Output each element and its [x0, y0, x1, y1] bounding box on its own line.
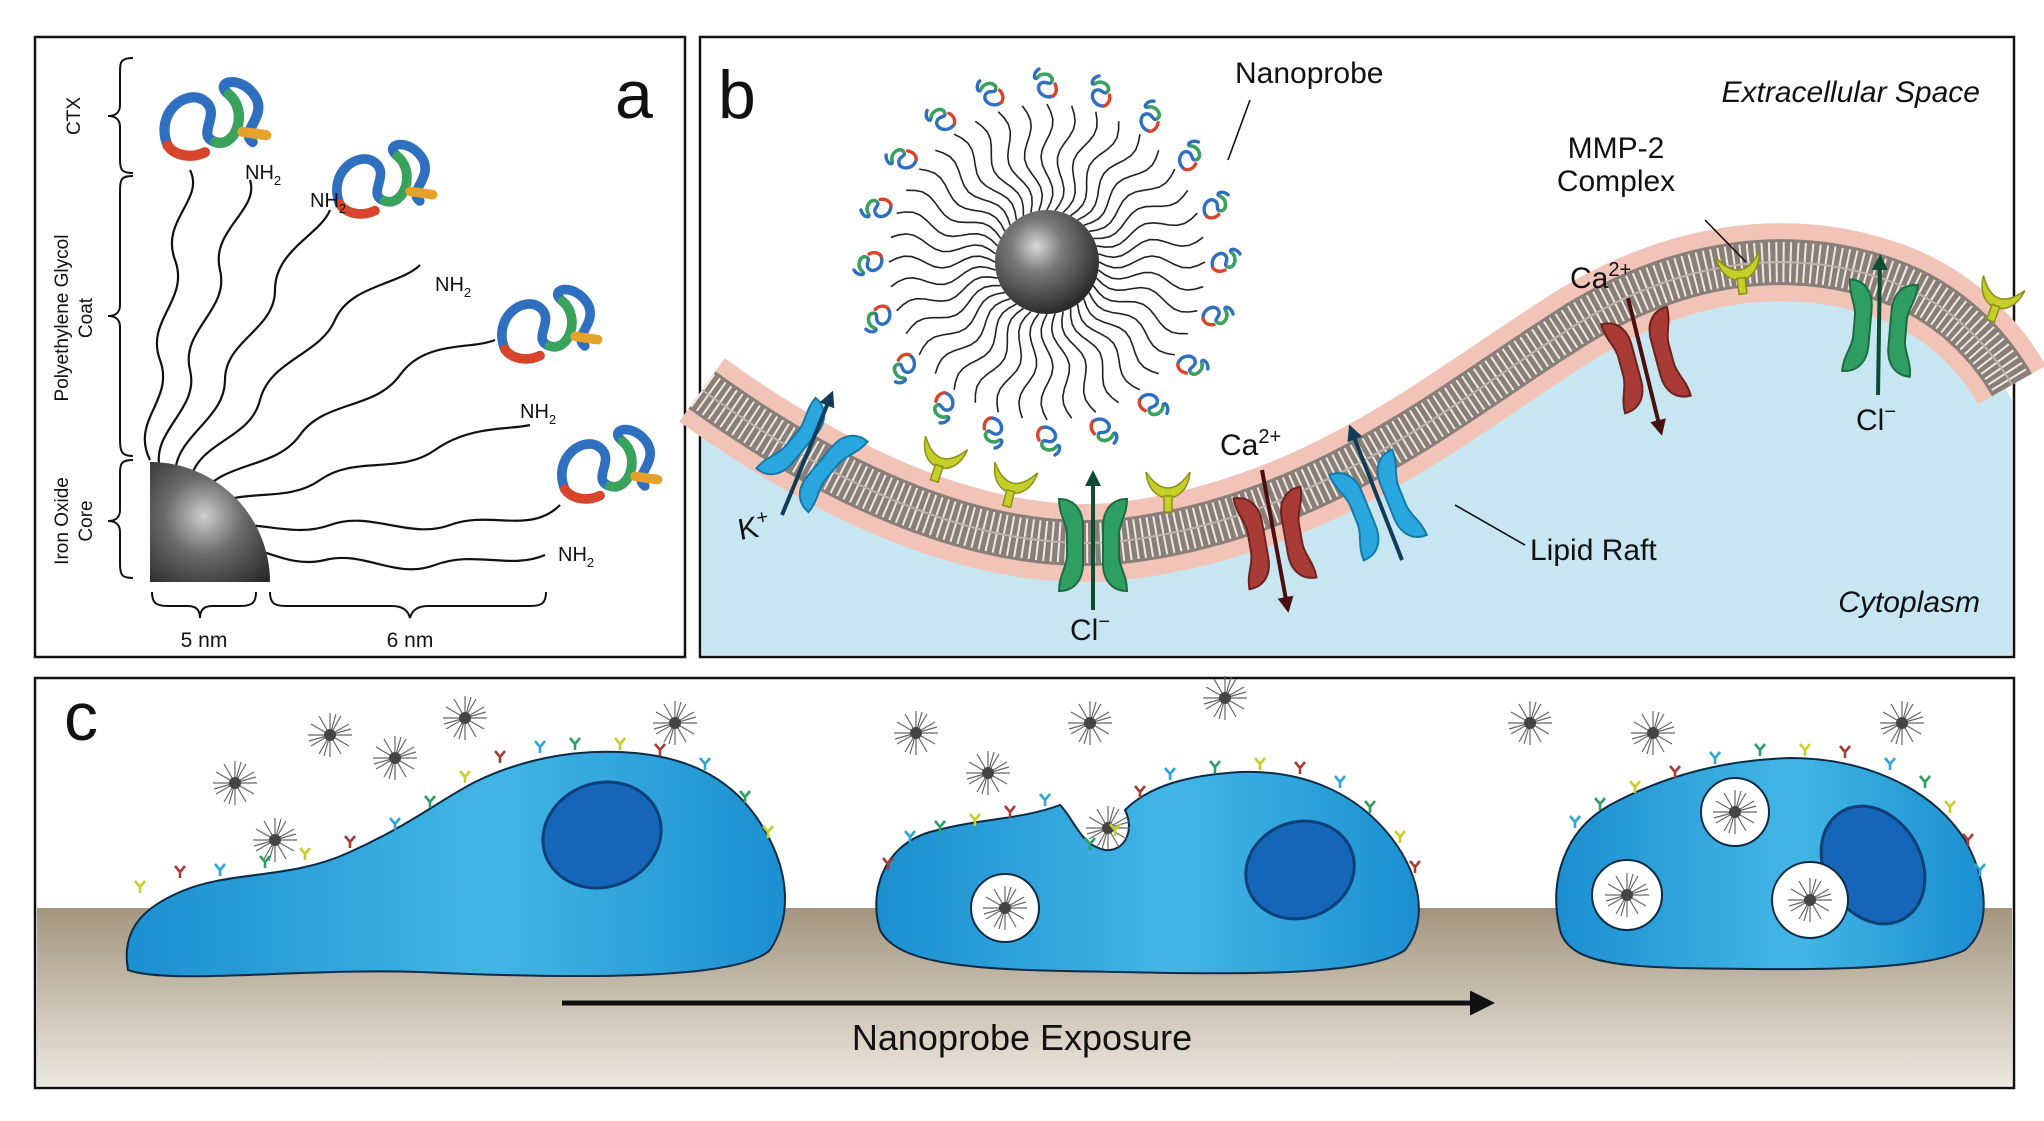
extracellular-label: Extracellular Space: [1722, 76, 1980, 109]
ion-label-ca: Ca2+: [1220, 426, 1281, 462]
peg-chain: [1054, 105, 1076, 212]
nanoprobe-leader: [1227, 99, 1251, 161]
panel-a-frame: [33, 35, 687, 659]
amine-label: NH2: [435, 274, 471, 300]
peg-chain: [1098, 255, 1206, 269]
iron-oxide-core: [150, 462, 270, 582]
ca-flux-arrow: [1260, 469, 1294, 613]
svg-text:Cl−: Cl−: [1070, 611, 1110, 647]
svg-text:NH2: NH2: [310, 190, 346, 216]
svg-text:Ca2+: Ca2+: [1570, 259, 1631, 295]
peg-chain: [974, 120, 1025, 216]
cell-1-nucleus: [541, 780, 663, 890]
peg-label-line2: Coat: [76, 297, 97, 338]
peg-chain: [1093, 189, 1189, 240]
peg-chain: [1070, 121, 1120, 217]
peg-chain: [905, 284, 1001, 335]
peg-chain: [953, 133, 1018, 221]
peg-chain: [1096, 212, 1198, 248]
svg-text:K+: K+: [735, 506, 772, 547]
amine-label: NH2: [558, 544, 594, 570]
amine-label: NH2: [245, 162, 281, 188]
peg-chains: [143, 169, 561, 571]
scale-braces: [151, 591, 547, 619]
mmp2-leader: [1704, 219, 1747, 263]
peg-chain: [1076, 303, 1141, 391]
svg-text:NH2: NH2: [520, 401, 556, 427]
ctx-label: CTX: [64, 97, 85, 135]
core-label-line1: Iron Oxide: [52, 477, 73, 565]
nanoprobe-label: Nanoprobe: [1235, 57, 1383, 90]
svg-text:Cl−: Cl−: [1856, 401, 1896, 437]
peg-chain: [1021, 105, 1044, 211]
panel-a: a CTX Polyethylene Glycol Coat Iron Oxid…: [33, 35, 687, 659]
peg-chain: [1083, 298, 1159, 375]
panel-c-letter: c: [64, 679, 98, 755]
scale-label-peg: 6 nm: [387, 629, 434, 652]
peg-chain: [1069, 308, 1120, 404]
peg-chain: [906, 189, 1002, 239]
peg-chain: [1097, 269, 1204, 291]
k-flux-arrow: [780, 390, 835, 516]
peg-chain: [974, 307, 1024, 403]
peg-chain: [918, 291, 1006, 356]
peg-chain: [1061, 311, 1097, 413]
core-label-line2: Core: [76, 500, 97, 541]
peg-chain: [997, 111, 1033, 213]
nanoprobe-core: [995, 210, 1099, 314]
peg-chain: [896, 276, 998, 312]
peg-chain: [1088, 292, 1175, 356]
nanoprobe: [888, 103, 1206, 421]
svg-text:NH2: NH2: [435, 274, 471, 300]
svg-text:Ca2+: Ca2+: [1220, 426, 1281, 462]
peg-chain: [888, 255, 996, 269]
peg-chain: [1040, 313, 1054, 421]
peg-chain: [996, 310, 1032, 413]
peg-chain: [1098, 236, 1204, 259]
panel-b-letter: b: [718, 57, 756, 133]
peg-chain: [919, 168, 1006, 232]
svg-text:NH2: NH2: [245, 162, 281, 188]
lipid-raft-label: Lipid Raft: [1530, 534, 1657, 567]
cell-2-nucleus: [1244, 819, 1356, 921]
peg-chain: [1040, 103, 1054, 211]
peg-chain: [934, 298, 1011, 374]
lipid-bilayer-mid: [701, 261, 2013, 544]
lipid-raft-leader: [1454, 504, 1526, 546]
peg-chain: [1018, 312, 1040, 419]
peg-chain: [935, 149, 1011, 226]
cl-flux-arrow: [1871, 254, 1888, 396]
side-braces: [107, 57, 134, 579]
svg-text:NH2: NH2: [558, 544, 594, 570]
mmp2-label-line1: MMP-2: [1568, 132, 1665, 165]
scale-label-core: 5 nm: [181, 629, 228, 652]
peg-chain: [890, 265, 996, 288]
k-flux-arrow: [1347, 424, 1404, 561]
peg-chain: [953, 303, 1017, 390]
mmp2-label-line2: Complex: [1557, 165, 1675, 198]
ion-label-ca: Ca2+: [1570, 259, 1631, 295]
peg-chain: [890, 233, 997, 255]
peg-chain: [1095, 277, 1198, 313]
peg-chain: [1083, 150, 1160, 226]
cytoplasm-label: Cytoplasm: [1838, 586, 1980, 619]
peg-chain: [1088, 168, 1176, 233]
peg-chain: [896, 211, 999, 247]
panel-a-letter: a: [615, 57, 653, 133]
exposure-label: Nanoprobe Exposure: [852, 1017, 1192, 1058]
ion-label-cl: Cl−: [1856, 401, 1896, 437]
peg-chain: [1050, 313, 1073, 419]
ion-label-cl: Cl−: [1070, 611, 1110, 647]
peg-chain: [1077, 134, 1141, 221]
ion-label-k: K+: [735, 506, 772, 547]
peg-chain: [1092, 285, 1188, 335]
panel-b: b Extracellular Space Cytoplasm Nanoprob…: [679, 35, 2044, 659]
ca-flux-arrow: [1626, 297, 1666, 436]
peg-chain: [1062, 111, 1098, 214]
amine-label: NH2: [520, 401, 556, 427]
amine-label: NH2: [310, 190, 346, 216]
panel-c: c Nanoprobe Exposure: [33, 675, 2016, 1090]
peg-label-line1: Polyethylene Glycol: [52, 235, 73, 402]
